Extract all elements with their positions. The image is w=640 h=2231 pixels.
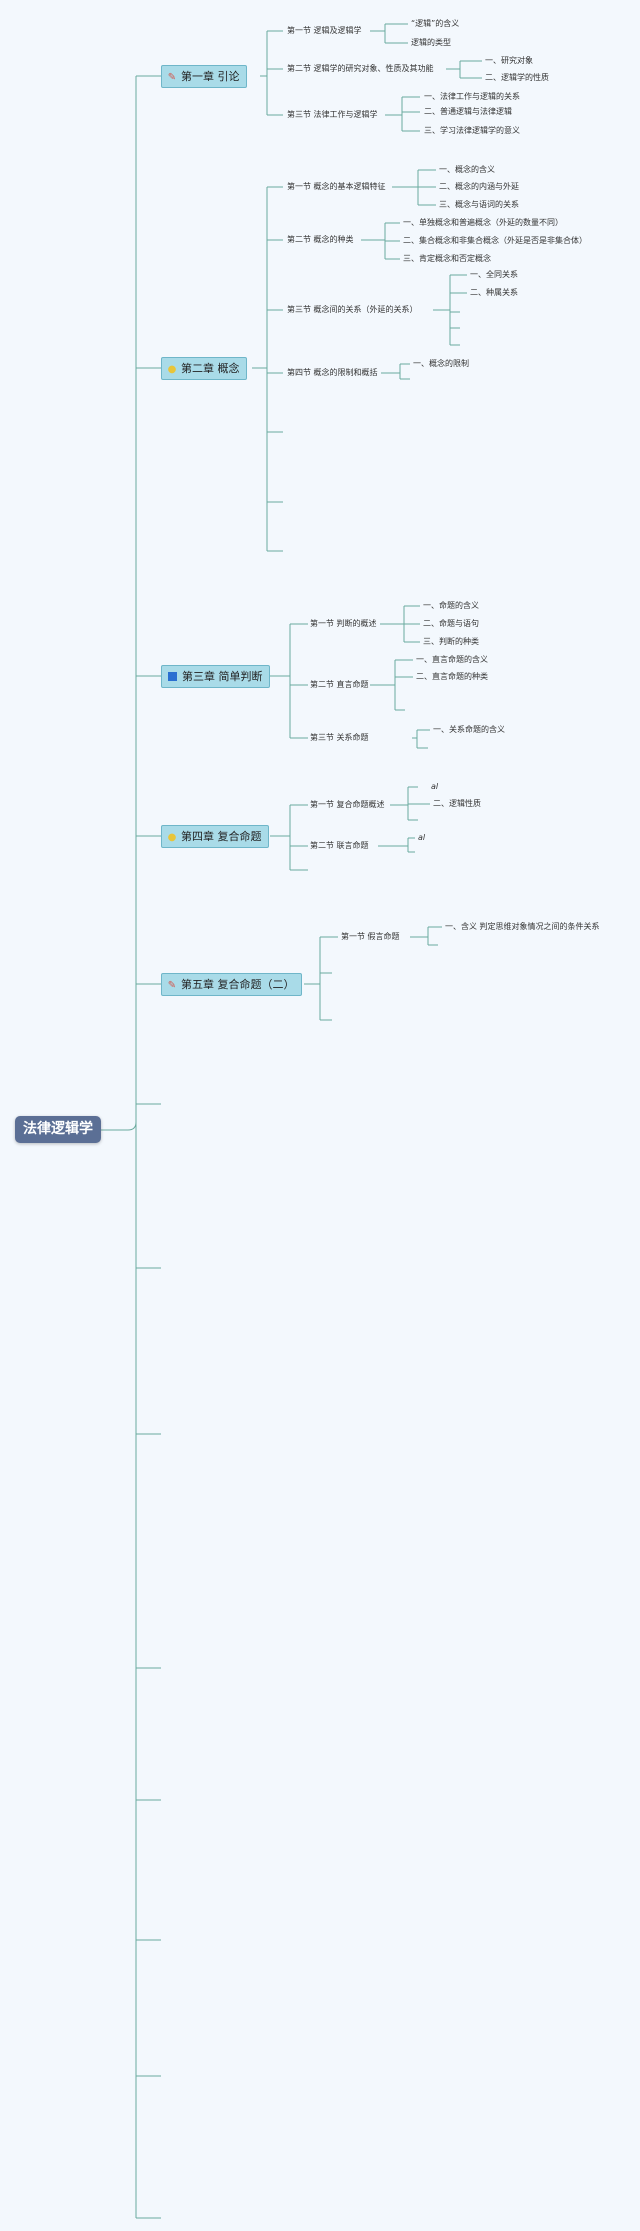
item-node[interactable]: 二、种属关系 [470,288,518,297]
section-node[interactable]: 第三节 关系命题 [310,733,369,742]
item-node[interactable]: 三、肯定概念和否定概念 [403,254,491,263]
item-node[interactable]: 二、概念的内涵与外延 [439,182,519,191]
item-node[interactable]: 二、命题与语句 [423,619,479,628]
section-node[interactable]: 第一节 逻辑及逻辑学 [287,26,362,35]
item-node[interactable]: 一、关系命题的含义 [433,725,505,734]
chapter-label: 第三章 简单判断 [182,670,263,683]
chapter-3-node[interactable]: 第三章 简单判断 [161,665,270,688]
section-node[interactable]: 第三节 法律工作与逻辑学 [287,110,378,119]
item-node[interactable]: 二、直言命题的种类 [416,672,488,681]
section-node[interactable]: 第四节 概念的限制和概括 [287,368,378,377]
section-node[interactable]: 第二节 概念的种类 [287,235,354,244]
section-node[interactable]: 第一节 复合命题概述 [310,800,385,809]
root-node[interactable]: 法律逻辑学 [15,1116,101,1143]
item-node[interactable]: 三、概念与语词的关系 [439,200,519,209]
section-node[interactable]: 第一节 判断的概述 [310,619,377,628]
chapter-label: 第一章 引论 [181,70,240,83]
item-node[interactable]: 二、逻辑学的性质 [485,73,549,82]
item-node[interactable]: 三、学习法律逻辑学的意义 [424,126,520,135]
item-node[interactable]: 一、研究对象 [485,56,533,65]
chapter-label: 第四章 复合命题 [181,830,262,843]
item-node[interactable]: 三、判断的种类 [423,637,479,646]
item-node[interactable]: 二、逻辑性质 [433,799,481,808]
item-node[interactable]: 一、概念的含义 [439,165,495,174]
pencil-icon: ✎ [167,72,177,83]
item-node[interactable]: al [418,833,426,842]
chapter-4-node[interactable]: ● 第四章 复合命题 [161,825,269,848]
section-node[interactable]: 第一节 概念的基本逻辑特征 [287,182,386,191]
item-node[interactable]: 一、含义 判定思维对象情况之间的条件关系 [445,922,600,931]
square-icon [168,672,177,681]
bulb-icon: ● [167,832,177,843]
pencil-icon: ✎ [167,980,177,991]
section-node[interactable]: 第三节 概念间的关系（外延的关系） [287,305,418,314]
bulb-icon: ● [167,364,177,375]
chapter-label: 第二章 概念 [181,362,240,375]
item-node[interactable]: 二、普通逻辑与法律逻辑 [424,107,512,116]
item-node[interactable]: 二、集合概念和非集合概念（外延是否是非集合体） [403,236,587,245]
item-node[interactable]: 一、全同关系 [470,270,518,279]
chapter-label: 第五章 复合命题（二） [181,978,295,991]
item-node[interactable]: 一、单独概念和普遍概念（外延的数量不同） [403,218,563,227]
item-node[interactable]: 一、直言命题的含义 [416,655,488,664]
item-node[interactable]: al [431,782,439,791]
item-node[interactable]: 一、命题的含义 [423,601,479,610]
chapter-2-node[interactable]: ● 第二章 概念 [161,357,247,380]
section-node[interactable]: 第二节 联言命题 [310,841,369,850]
section-node[interactable]: 第一节 假言命题 [341,932,400,941]
item-node[interactable]: 一、概念的限制 [413,359,469,368]
item-node[interactable]: 一、法律工作与逻辑的关系 [424,92,520,101]
chapter-5-node[interactable]: ✎ 第五章 复合命题（二） [161,973,302,996]
section-node[interactable]: 第二节 逻辑学的研究对象、性质及其功能 [287,64,434,73]
chapter-1-node[interactable]: ✎ 第一章 引论 [161,65,247,88]
item-node[interactable]: 逻辑的类型 [411,38,451,47]
item-node[interactable]: “逻辑”的含义 [411,19,460,28]
section-node[interactable]: 第二节 直言命题 [310,680,369,689]
